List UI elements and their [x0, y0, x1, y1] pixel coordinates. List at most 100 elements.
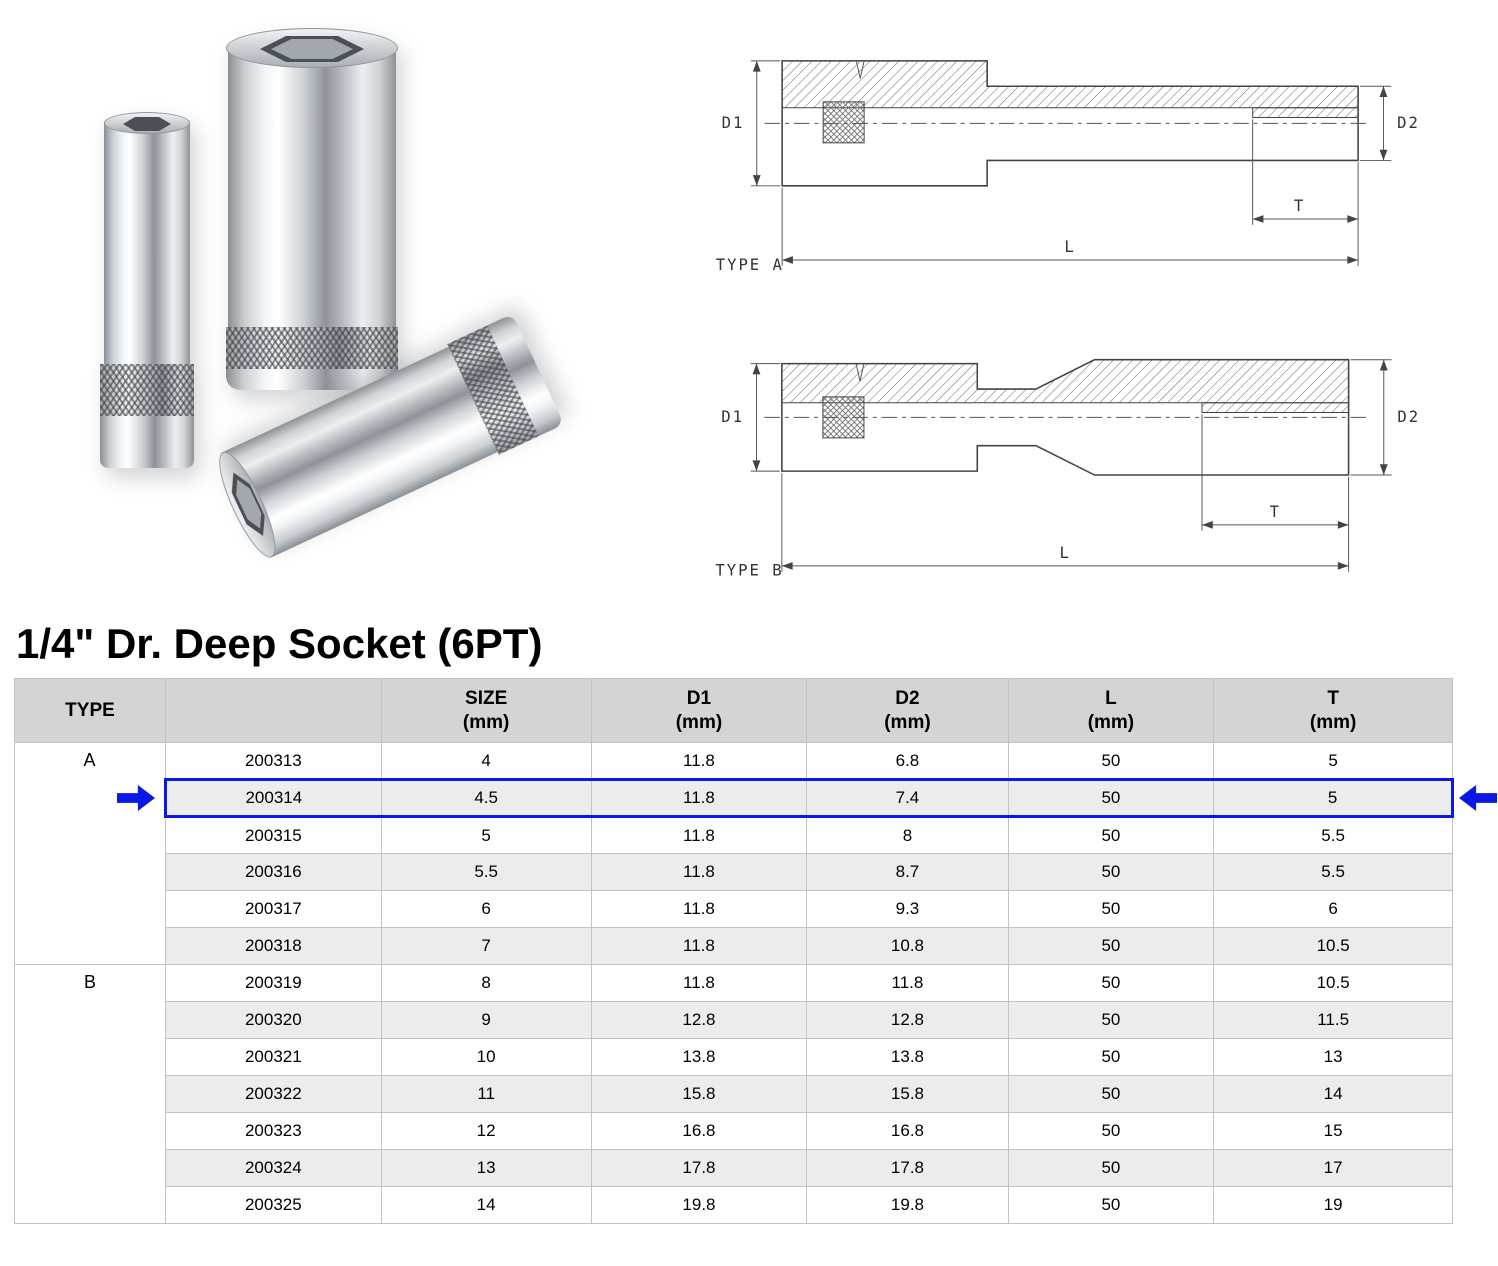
cell-size: 14	[380, 1186, 592, 1224]
cell-size: 4	[380, 742, 592, 780]
type-a-label: TYPE A	[716, 256, 784, 274]
cell-size: 12	[380, 1112, 592, 1150]
detent-pin	[855, 60, 865, 79]
cell-d2: 10.8	[806, 927, 1009, 965]
cell-size: 5.5	[380, 853, 592, 891]
socket-section-a	[764, 60, 1370, 187]
cell-d2: 7.4	[806, 778, 1009, 818]
cell-d2: 9.3	[806, 890, 1009, 928]
label-t: T	[1270, 502, 1281, 521]
socket-section-b	[764, 359, 1371, 476]
cell-d2: 17.8	[806, 1149, 1009, 1187]
cell-t: 13	[1213, 1038, 1453, 1076]
dimension-t: T	[1201, 414, 1350, 572]
cell-l: 50	[1007, 1075, 1215, 1113]
cell-d2: 15.8	[806, 1075, 1009, 1113]
cell-t: 5.5	[1213, 853, 1453, 891]
cell-size: 5	[380, 816, 592, 854]
cell-part: 200320	[164, 1001, 382, 1039]
highlight-arrow-left-icon	[1459, 785, 1497, 811]
socket-body	[228, 47, 396, 327]
cell-l: 50	[1007, 853, 1215, 891]
dimension-d1: D1	[722, 60, 781, 187]
cell-part: 200322	[164, 1075, 382, 1113]
cell-d1: 12.8	[590, 1001, 808, 1039]
label-l: L	[1060, 543, 1071, 562]
cell-part: 200314	[116, 778, 382, 818]
cell-d2: 19.8	[806, 1186, 1009, 1224]
product-photo	[0, 0, 660, 608]
cell-d1: 11.8	[590, 742, 808, 780]
cell-l: 50	[1007, 742, 1215, 780]
cell-t: 19	[1213, 1186, 1453, 1224]
cell-part: 200313	[164, 742, 382, 780]
dimension-l: L	[781, 187, 1359, 266]
cell-t: 14	[1213, 1075, 1453, 1113]
label-d1: D1	[722, 114, 745, 132]
cell-d2: 8	[806, 816, 1009, 854]
cell-d2: 12.8	[806, 1001, 1009, 1039]
table-header-row: TYPE SIZE(mm) D1(mm) D2(mm) L(mm) T(mm)	[14, 678, 1453, 743]
dimension-d1: D1	[721, 363, 780, 472]
label-t: T	[1294, 197, 1305, 215]
header-size: SIZE(mm)	[380, 678, 592, 743]
drawings-panel: D1 D2 T L TYPE A	[660, 0, 1498, 608]
top-section: D1 D2 T L TYPE A	[0, 0, 1498, 608]
cell-l: 50	[1007, 964, 1215, 1002]
knurl-band	[100, 364, 194, 416]
socket-opening	[226, 28, 398, 68]
cell-l: 50	[1007, 1186, 1215, 1224]
header-t: T(mm)	[1213, 678, 1453, 743]
cell-d1: 11.8	[590, 853, 808, 891]
cell-d2: 11.8	[806, 964, 1009, 1002]
cell-size: 8	[380, 964, 592, 1002]
cell-d1: 11.8	[590, 964, 808, 1002]
cell-size: 9	[380, 1001, 592, 1039]
cell-size: 4.5	[380, 778, 592, 818]
cell-d1: 15.8	[590, 1075, 808, 1113]
cell-l: 50	[1007, 1001, 1215, 1039]
cell-t: 17	[1213, 1149, 1453, 1187]
hex-hole-inner	[271, 39, 353, 59]
cell-part: 200319	[164, 964, 382, 1002]
header-type: TYPE	[14, 678, 166, 743]
label-l: L	[1064, 238, 1075, 256]
cell-t: 15	[1213, 1112, 1453, 1150]
cell-d1: 11.8	[590, 927, 808, 965]
cell-part: 200321	[164, 1038, 382, 1076]
header-part	[164, 678, 382, 743]
cell-d2: 16.8	[806, 1112, 1009, 1150]
cell-size: 7	[380, 927, 592, 965]
cell-t: 11.5	[1213, 1001, 1453, 1039]
cell-l: 50	[1007, 1149, 1215, 1187]
cell-t: 5	[1213, 778, 1497, 818]
cell-d1: 16.8	[590, 1112, 808, 1150]
socket-image-large	[226, 28, 398, 390]
drawing-type-a: D1 D2 T L TYPE A	[716, 60, 1418, 274]
cell-t: 10.5	[1213, 964, 1453, 1002]
drawing-type-b: D1 D2 T L TYPE B	[715, 359, 1418, 580]
cell-size: 11	[380, 1075, 592, 1113]
cell-d2: 6.8	[806, 742, 1009, 780]
type-group-label: B	[14, 964, 166, 1224]
cell-part: 200317	[164, 890, 382, 928]
dimension-d2: D2	[1350, 359, 1418, 476]
cell-d2: 8.7	[806, 853, 1009, 891]
knurl-band	[226, 327, 398, 369]
cell-part: 200324	[164, 1149, 382, 1187]
cell-l: 50	[1007, 927, 1215, 965]
detent-pin	[855, 363, 865, 382]
